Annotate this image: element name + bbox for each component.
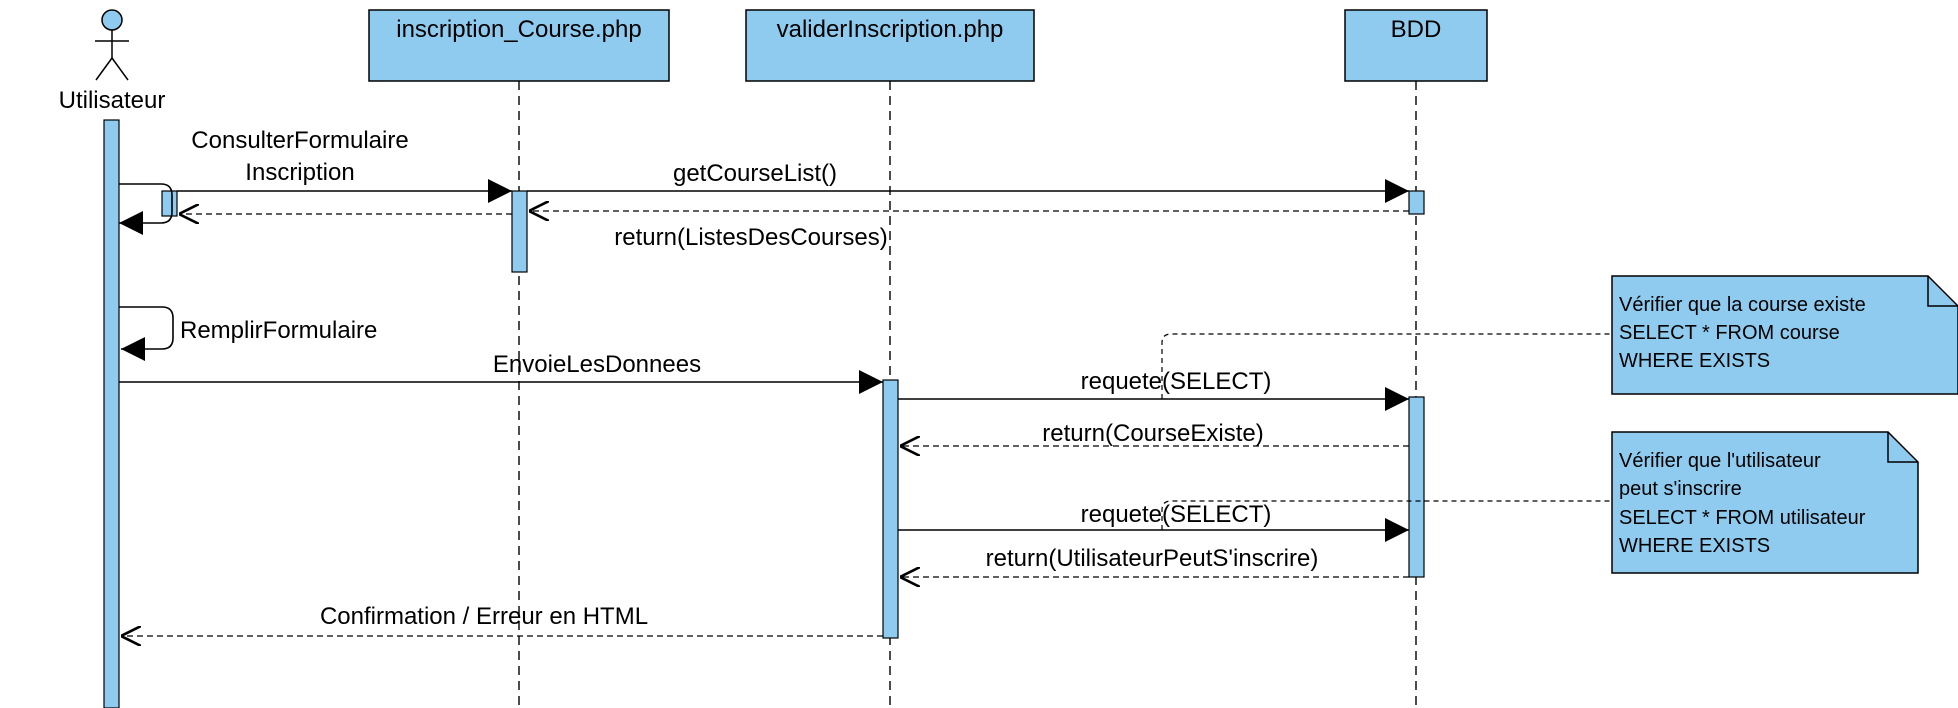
return-label-confirmation: Confirmation / Erreur en HTML — [320, 603, 648, 630]
self-call-consulter-arrow — [119, 183, 173, 235]
message-label-consulter-line1: ConsulterFormulaire — [191, 127, 408, 154]
note-line: WHERE EXISTS — [1619, 535, 1770, 557]
message-label-requete-1: requete(SELECT) — [1081, 368, 1272, 395]
actor-label: Utilisateur — [59, 87, 166, 114]
activation-utilisateur — [103, 119, 120, 708]
activation-bdd-2 — [1408, 396, 1425, 578]
note-line: Vérifier que l'utilisateur — [1619, 450, 1821, 472]
actor-right-leg — [111, 57, 129, 81]
participant-inscription-course[interactable]: inscription_Course.php — [368, 9, 670, 82]
participant-label: validerInscription.php — [777, 16, 1004, 43]
note-fold — [1887, 432, 1918, 463]
note-line: SELECT * FROM utilisateur — [1619, 507, 1866, 529]
note-box — [1611, 275, 1958, 395]
note-line: peut s'inscrire — [1619, 478, 1742, 500]
note-link-2 — [1161, 500, 1612, 530]
self-call-remplir-arrow — [119, 306, 174, 361]
message-label-get-course-list: getCourseList() — [673, 160, 837, 187]
message-label-remplir: RemplirFormulaire — [180, 317, 377, 344]
actor-utilisateur[interactable]: Utilisateur — [59, 9, 166, 114]
activation-bdd-1 — [1408, 190, 1425, 215]
note-line: Vérifier que la course existe — [1619, 294, 1866, 316]
note-course-existe[interactable]: Vérifier que la course existe SELECT * F… — [1611, 275, 1958, 395]
note-line: WHERE EXISTS — [1619, 350, 1770, 372]
note-line: SELECT * FROM course — [1619, 322, 1840, 344]
message-label-consulter-line2: Inscription — [245, 159, 354, 186]
participant-label: inscription_Course.php — [396, 16, 641, 43]
message-label-requete-2: requete(SELECT) — [1081, 501, 1272, 528]
activation-utilisateur-self — [161, 190, 178, 217]
return-label-peut-inscrire: return(UtilisateurPeutS'inscrire) — [986, 545, 1319, 572]
activation-inscription-course — [511, 190, 528, 273]
note-link-1 — [1161, 333, 1612, 399]
return-label-course-existe: return(CourseExiste) — [1042, 420, 1263, 447]
note-fold — [1927, 276, 1958, 307]
activation-valider-inscription — [882, 379, 899, 639]
participant-box — [745, 9, 1035, 82]
actor-head-icon — [101, 9, 123, 31]
actor-left-leg — [95, 57, 113, 81]
participant-bdd[interactable]: BDD — [1344, 9, 1488, 82]
participant-box — [368, 9, 670, 82]
note-utilisateur-peut-inscrire[interactable]: Vérifier que l'utilisateur peut s'inscri… — [1611, 431, 1919, 574]
participant-box — [1344, 9, 1488, 82]
message-label-envoie-donnees: EnvoieLesDonnees — [493, 351, 701, 378]
note-box — [1611, 431, 1919, 574]
return-label-listes-des-courses: return(ListesDesCourses) — [614, 224, 887, 251]
participant-label: BDD — [1391, 16, 1442, 43]
participant-valider-inscription[interactable]: validerInscription.php — [745, 9, 1035, 82]
